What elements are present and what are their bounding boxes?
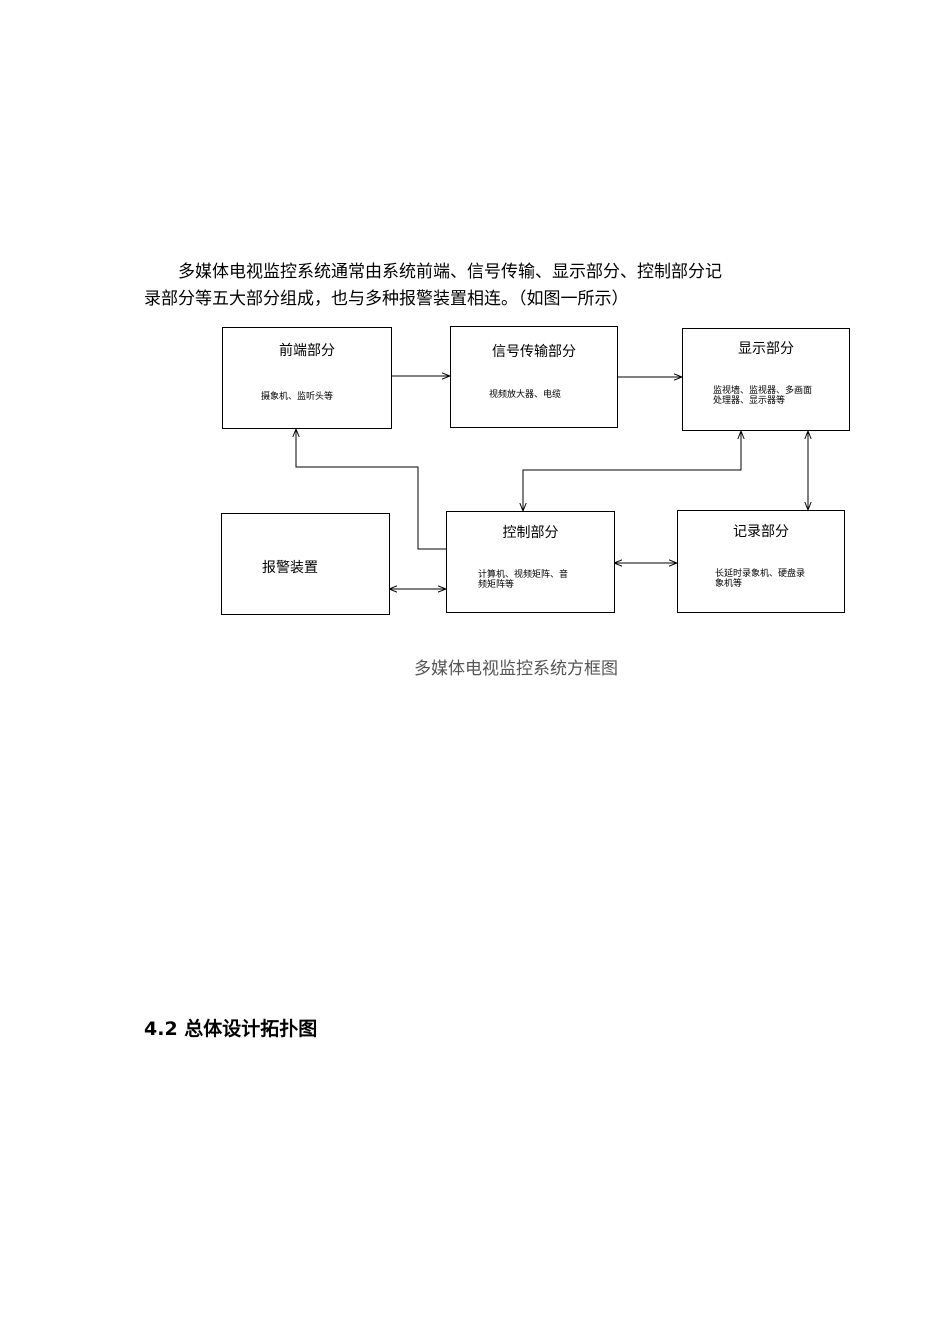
box-front-title: 前端部分 [279,343,335,359]
intro-line-2: 录部分等五大部分组成，也与多种报警装置相连。（如图一所示） [144,289,629,309]
diagram-caption: 多媒体电视监控系统方框图 [414,659,618,679]
box-display-desc-1: 监视墙、监视器、多画面 [713,386,813,396]
box-signal: 信号传输部分 视频放大器、电缆 [450,326,618,428]
box-alarm-title: 报警装置 [262,560,318,576]
box-record-desc-1: 长延时录象机、硬盘录 [715,569,806,579]
intro-line-1: 多媒体电视监控系统通常由系统前端、信号传输、显示部分、控制部分记 [178,262,722,282]
box-control-desc-1: 计算机、视频矩阵、音 [478,570,569,580]
box-record-desc-2: 象机等 [715,579,743,589]
intro-paragraph: 多媒体电视监控系统通常由系统前端、信号传输、显示部分、控制部分记 录部分等五大部… [144,259,824,313]
box-control-desc-2: 频矩阵等 [478,580,515,590]
box-signal-title: 信号传输部分 [492,344,576,360]
box-alarm: 报警装置 [221,513,390,615]
arrow-control-to-front [296,429,446,550]
arrow-display-control [523,431,741,511]
box-front-desc: 摄象机、监听头等 [261,392,334,402]
box-record-title: 记录部分 [733,524,789,540]
box-record: 记录部分 长延时录象机、硬盘录 象机等 [677,510,845,613]
box-control: 控制部分 计算机、视频矩阵、音 频矩阵等 [446,511,615,613]
box-display-desc-2: 处理器、显示器等 [713,396,786,406]
section-heading: 4.2 总体设计拓扑图 [144,1018,318,1040]
box-control-title: 控制部分 [502,525,559,541]
box-display: 显示部分 监视墙、监视器、多画面 处理器、显示器等 [682,328,850,431]
box-front: 前端部分 摄象机、监听头等 [222,327,392,429]
box-signal-desc: 视频放大器、电缆 [489,390,562,400]
box-display-title: 显示部分 [738,341,794,357]
